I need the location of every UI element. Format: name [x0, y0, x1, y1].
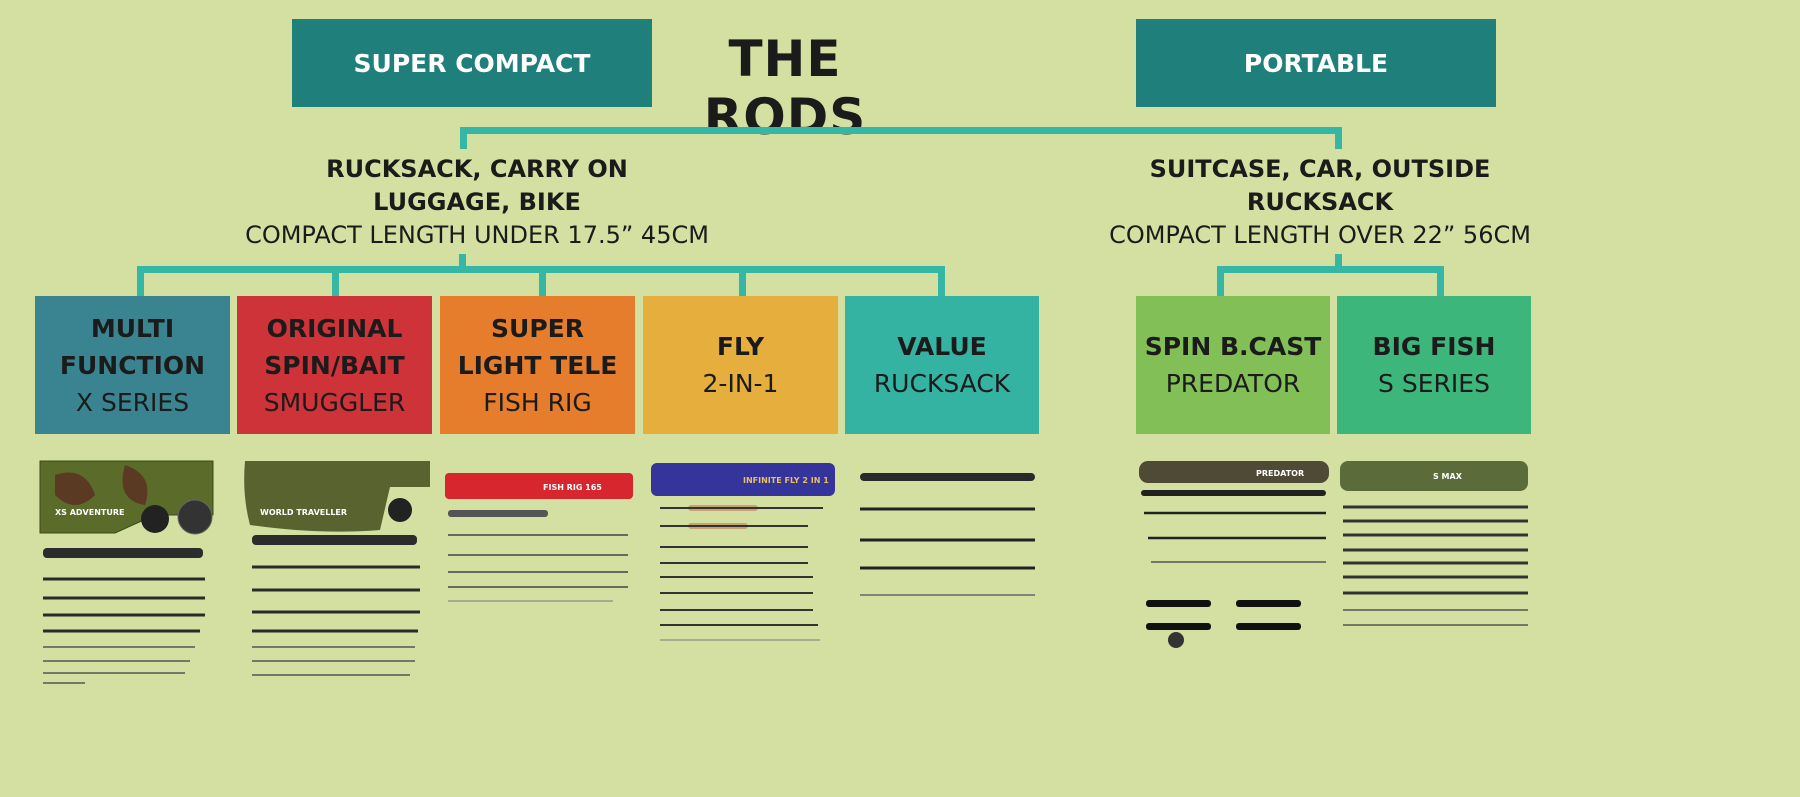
- svg-text:INFINITE FLY 2 IN 1: INFINITE FLY 2 IN 1: [743, 476, 829, 485]
- fish-rig-rod-image: FISH RIG 165: [445, 473, 633, 602]
- connector: [1335, 254, 1342, 270]
- smuggler-rod-image: WORLD TRAVELLER: [244, 461, 430, 676]
- fly-rod-image: INFINITE FLY 2 IN 1: [651, 463, 835, 641]
- portable-header: PORTABLE: [1136, 19, 1496, 107]
- svg-text:S MAX: S MAX: [1433, 472, 1463, 481]
- value-rod-image: [860, 473, 1035, 596]
- connector: [460, 127, 467, 149]
- connector: [137, 266, 144, 296]
- connector: [460, 127, 1342, 134]
- connector: [1217, 266, 1224, 296]
- connector: [1335, 127, 1342, 149]
- connector: [739, 266, 746, 296]
- svg-text:FISH RIG 165: FISH RIG 165: [543, 483, 602, 492]
- svg-text:WORLD TRAVELLER: WORLD TRAVELLER: [260, 508, 347, 517]
- connector: [539, 266, 546, 296]
- connector: [1437, 266, 1444, 296]
- page-title: THE RODS: [703, 30, 867, 146]
- connector: [332, 266, 339, 296]
- svg-text:XS ADVENTURE: XS ADVENTURE: [55, 508, 124, 517]
- s-max-rod-image: S MAX: [1340, 461, 1528, 626]
- svg-text:PREDATOR: PREDATOR: [1256, 469, 1304, 478]
- x-series-rod-image: XS ADVENTURE: [39, 460, 214, 684]
- super-compact-header: SUPER COMPACT: [292, 19, 652, 107]
- connector: [459, 254, 466, 270]
- connector: [938, 266, 945, 296]
- predator-rod-image: PREDATOR: [1139, 461, 1329, 648]
- connector: [1217, 266, 1444, 273]
